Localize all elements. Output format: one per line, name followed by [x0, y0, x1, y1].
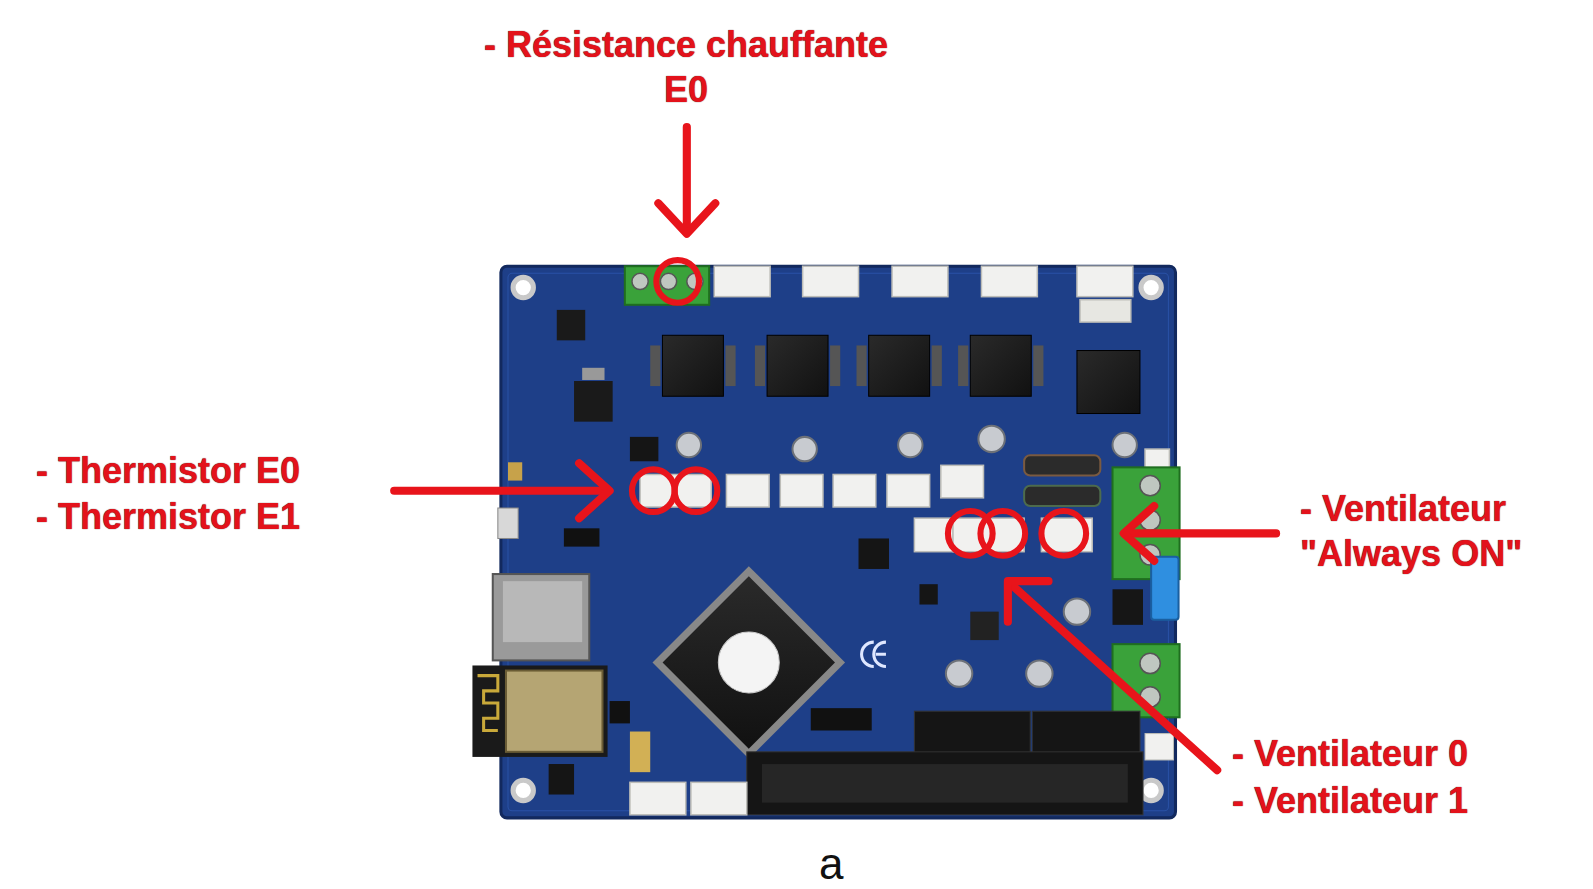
figure-caption: a: [819, 842, 843, 886]
heater-label: - Résistance chauffante E0: [471, 22, 901, 112]
thermistor-label: - Thermistor E0: [36, 448, 396, 493]
thermistor-label: - Thermistor E1: [36, 494, 396, 539]
fan-label: - Ventilateur "Always ON": [1300, 486, 1575, 576]
fan-label: - Ventilateur 0: [1232, 731, 1562, 776]
fan-label: - Ventilateur 1: [1232, 778, 1562, 823]
